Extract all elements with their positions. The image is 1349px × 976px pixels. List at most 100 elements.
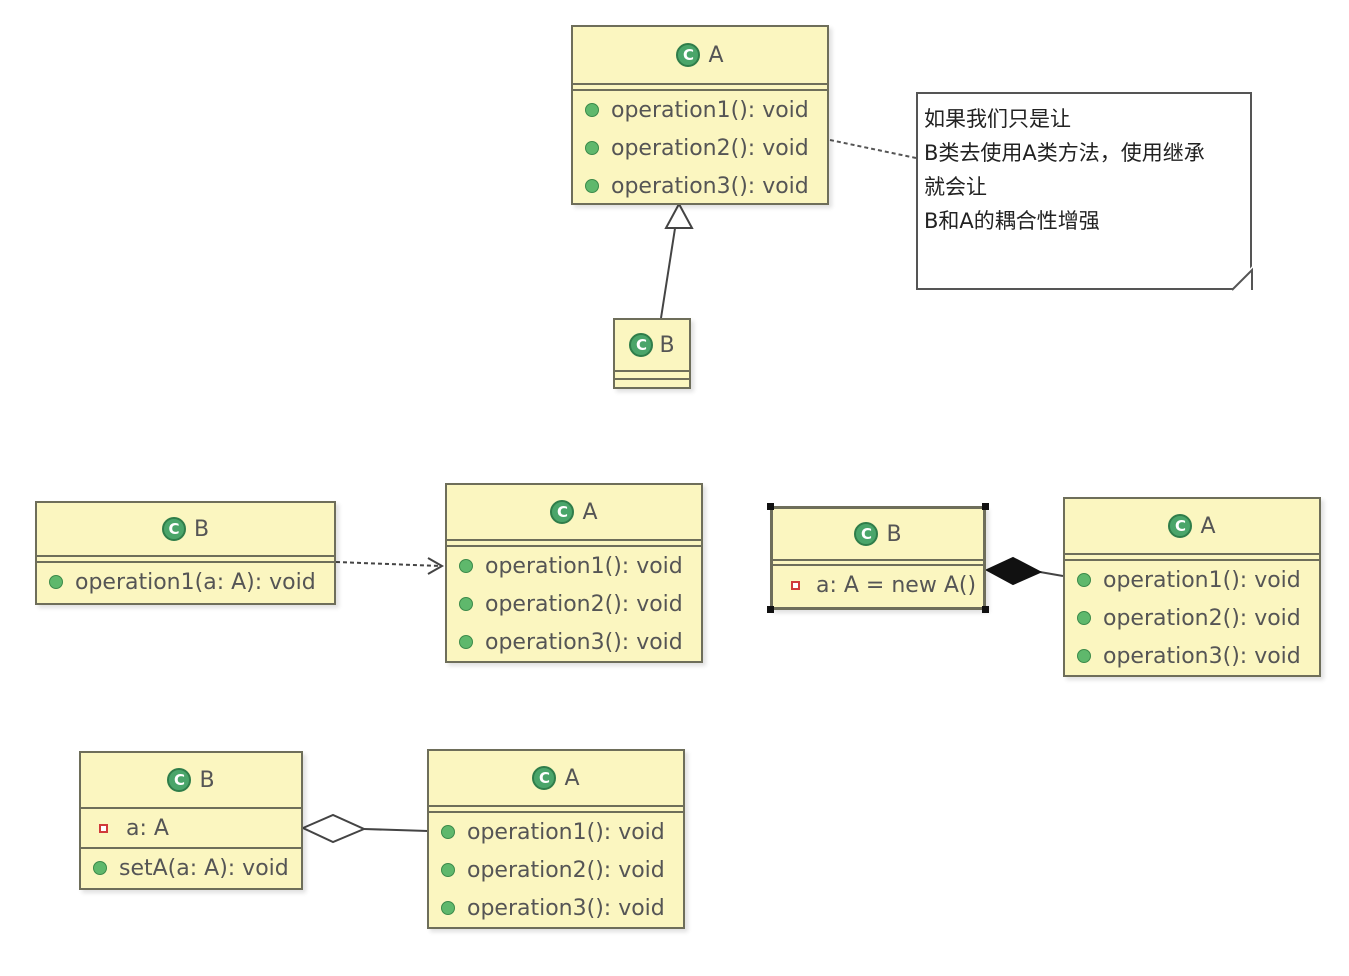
method-label: operation3(): void	[1103, 643, 1301, 669]
class-header: C B	[37, 503, 334, 557]
class-c-icon: C	[550, 500, 575, 524]
green-dot-icon	[459, 559, 473, 573]
class-name: B	[199, 767, 215, 793]
method-row: operation3(): void	[1065, 637, 1319, 675]
note-line: 就会让	[924, 175, 987, 199]
method-row: operation3(): void	[447, 623, 701, 661]
class-b-composition[interactable]: C B a: A = new A()	[770, 506, 986, 610]
method-row: operation3(): void	[429, 889, 683, 927]
green-dot-icon	[93, 861, 107, 875]
method-label: operation2(): void	[485, 591, 683, 617]
selection-handle[interactable]	[767, 606, 774, 613]
dependency-line	[335, 561, 441, 567]
method-row: operation1(): void	[573, 91, 827, 129]
class-fields: a: A	[81, 809, 301, 847]
class-header: C B	[81, 753, 301, 809]
class-methods: operation1(): void operation2(): void op…	[573, 89, 827, 205]
note-box[interactable]: 如果我们只是让 B类去使用A类方法，使用继承 就会让 B和A的耦合性增强	[916, 92, 1252, 290]
class-header: C B	[773, 509, 983, 561]
class-header: C A	[573, 27, 827, 85]
method-label: operation3(): void	[467, 895, 665, 921]
selection-handle[interactable]	[982, 503, 989, 510]
class-c-icon: C	[629, 333, 654, 357]
method-label: setA(a: A): void	[119, 855, 289, 881]
class-a-top[interactable]: C A operation1(): void operation2(): voi…	[571, 25, 829, 205]
class-b-dependency[interactable]: C B operation1(a: A): void	[35, 501, 336, 605]
class-name: B	[886, 521, 902, 547]
method-row: setA(a: A): void	[81, 849, 301, 887]
class-c-icon: C	[854, 522, 879, 546]
class-c-icon: C	[532, 766, 557, 790]
selection-handle[interactable]	[767, 503, 774, 510]
class-name: A	[1200, 513, 1216, 539]
method-row: operation2(): void	[447, 585, 701, 623]
method-label: operation1(a: A): void	[75, 569, 316, 595]
inheritance-arrowhead	[664, 201, 694, 229]
green-dot-icon	[49, 575, 63, 589]
red-square-icon	[99, 823, 108, 833]
method-label: operation3(): void	[611, 173, 809, 199]
class-a-dependency[interactable]: C A operation1(): void operation2(): voi…	[445, 483, 703, 663]
class-c-icon: C	[676, 43, 701, 67]
method-row: operation1(): void	[447, 547, 701, 585]
method-label: operation1(): void	[467, 819, 665, 845]
red-square-icon	[791, 580, 800, 590]
class-name: A	[708, 42, 724, 68]
composition-line	[1039, 571, 1064, 577]
class-name: A	[582, 499, 598, 525]
method-label: operation1(): void	[485, 553, 683, 579]
method-label: operation3(): void	[485, 629, 683, 655]
inheritance-line	[660, 221, 677, 319]
class-header: C A	[429, 751, 683, 807]
class-methods: operation1(): void operation2(): void op…	[429, 811, 683, 927]
class-name: B	[193, 516, 210, 542]
green-dot-icon	[1077, 611, 1091, 625]
note-line: B和A的耦合性增强	[924, 209, 1100, 233]
method-label: operation1(): void	[611, 97, 809, 123]
green-dot-icon	[585, 179, 599, 193]
green-dot-icon	[459, 597, 473, 611]
method-row: operation1(): void	[429, 813, 683, 851]
method-row: operation1(): void	[1065, 561, 1319, 599]
method-label: operation1(): void	[1103, 567, 1301, 593]
green-dot-icon	[441, 825, 455, 839]
note-fold-line	[1231, 267, 1253, 291]
method-label: operation2(): void	[611, 135, 809, 161]
class-b-aggregation[interactable]: C B a: A setA(a: A): void	[79, 751, 303, 890]
dependency-arrowhead	[427, 557, 445, 575]
class-header: C B	[615, 320, 689, 372]
class-empty-section	[615, 372, 689, 380]
green-dot-icon	[1077, 649, 1091, 663]
class-c-icon: C	[1168, 514, 1193, 538]
field-row: a: A	[81, 809, 301, 847]
class-a-composition[interactable]: C A operation1(): void operation2(): voi…	[1063, 497, 1321, 677]
class-b-top[interactable]: C B	[613, 318, 691, 389]
field-row: a: A = new A()	[773, 566, 983, 604]
class-header: C A	[447, 485, 701, 541]
method-row: operation2(): void	[573, 129, 827, 167]
class-methods: operation1(): void operation2(): void op…	[1065, 559, 1319, 675]
method-label: operation2(): void	[1103, 605, 1301, 631]
note-line: B类去使用A类方法，使用继承	[924, 141, 1205, 165]
selection-handle[interactable]	[982, 606, 989, 613]
method-label: operation2(): void	[467, 857, 665, 883]
green-dot-icon	[441, 863, 455, 877]
method-row: operation2(): void	[1065, 599, 1319, 637]
composition-diamond	[984, 556, 1043, 586]
class-methods: operation1(): void operation2(): void op…	[447, 545, 701, 661]
green-dot-icon	[585, 141, 599, 155]
green-dot-icon	[459, 635, 473, 649]
field-label: a: A = new A()	[816, 572, 977, 598]
class-methods: setA(a: A): void	[81, 847, 301, 887]
class-header: C A	[1065, 499, 1319, 555]
aggregation-line	[363, 828, 429, 832]
method-row: operation3(): void	[573, 167, 827, 205]
class-a-aggregation[interactable]: C A operation1(): void operation2(): voi…	[427, 749, 685, 929]
class-name: B	[659, 332, 675, 358]
field-label: a: A	[126, 815, 169, 841]
aggregation-diamond	[300, 813, 367, 844]
class-name: A	[564, 765, 580, 791]
method-row: operation2(): void	[429, 851, 683, 889]
